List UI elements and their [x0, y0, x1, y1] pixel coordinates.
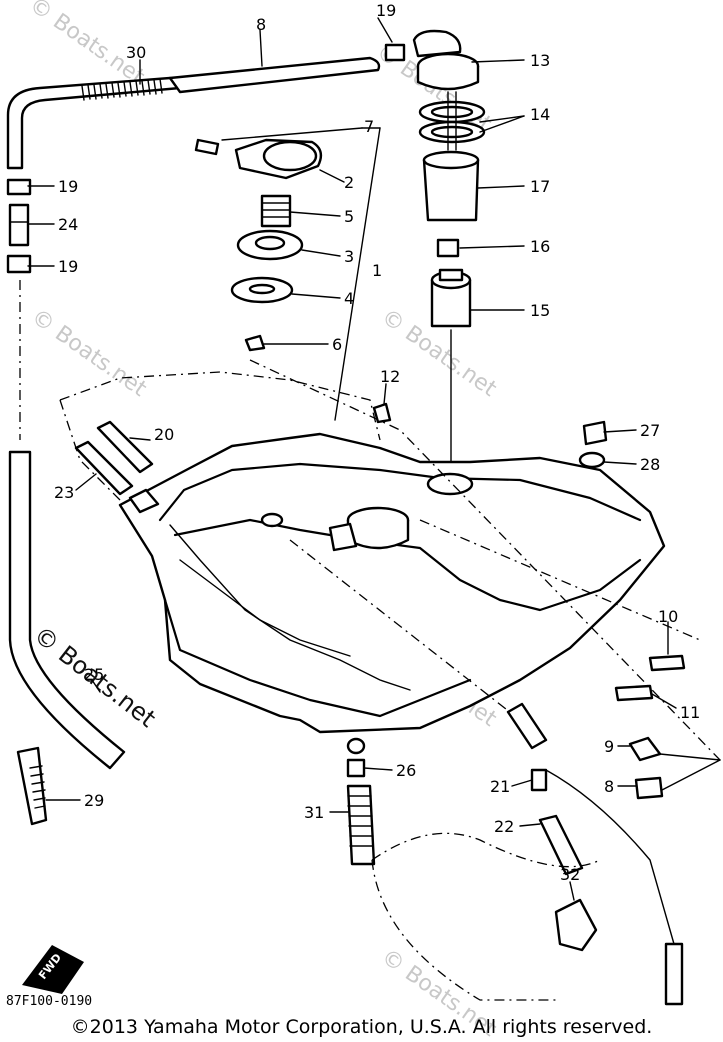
callout-32: 32	[560, 865, 580, 884]
callout-30: 30	[126, 43, 146, 62]
callout-19: 19	[58, 257, 78, 276]
fuel-filter-assembly	[384, 29, 486, 471]
callout-14: 14	[530, 105, 550, 124]
callout-11: 11	[680, 703, 700, 722]
callout-23: 23	[54, 483, 74, 502]
callout-29: 29	[84, 791, 104, 810]
watermark: © Boats.net	[27, 304, 152, 402]
callout-1: 1	[372, 261, 382, 280]
callout-22: 22	[494, 817, 514, 836]
vent-hose-30	[6, 56, 381, 170]
copyright-notice: ©2013 Yamaha Motor Corporation, U.S.A. A…	[70, 1016, 653, 1038]
leader-lines	[27, 17, 677, 901]
callout-15: 15	[530, 301, 550, 320]
fuel-gauge-assembly	[194, 127, 381, 421]
callout-7: 7	[364, 117, 374, 136]
clips-8-9	[628, 736, 721, 800]
callout-27: 27	[640, 421, 660, 440]
tank-cover-outline	[59, 371, 381, 441]
callout-24: 24	[58, 215, 78, 234]
callout-26: 26	[396, 761, 416, 780]
spring-5	[260, 194, 292, 228]
callout-9: 9	[604, 737, 614, 756]
callout-25: 25	[84, 665, 104, 684]
callout-19: 19	[376, 1, 396, 20]
hoses-20-23	[74, 420, 154, 496]
drawing-code: 87F100-0190	[6, 994, 92, 1009]
small-parts-right	[372, 402, 686, 702]
callout-8: 8	[256, 15, 266, 34]
callout-19: 19	[58, 177, 78, 196]
callout-17: 17	[530, 177, 550, 196]
lower-hoses	[346, 702, 684, 1006]
callout-2: 2	[344, 173, 354, 192]
fuel-tank	[118, 432, 666, 734]
callout-13: 13	[530, 51, 550, 70]
callout-16: 16	[530, 237, 550, 256]
callout-20: 20	[154, 425, 174, 444]
forward-arrow: FWD	[22, 945, 84, 994]
callout-4: 4	[344, 289, 354, 308]
callout-28: 28	[640, 455, 660, 474]
callout-5: 5	[344, 207, 354, 226]
callout-12: 12	[380, 367, 400, 386]
callout-6: 6	[332, 335, 342, 354]
callout-10: 10	[658, 607, 678, 626]
cable-tie-29	[16, 746, 48, 826]
callout-3: 3	[344, 247, 354, 266]
callout-8: 8	[604, 777, 614, 796]
callout-labels: 8 30 19 13 14 7 2 17 19 5 24 16 3 19 1 4…	[54, 1, 700, 884]
hose-25	[8, 450, 126, 770]
callout-31: 31	[304, 803, 324, 822]
left-fittings	[6, 178, 32, 440]
callout-21: 21	[490, 777, 510, 796]
